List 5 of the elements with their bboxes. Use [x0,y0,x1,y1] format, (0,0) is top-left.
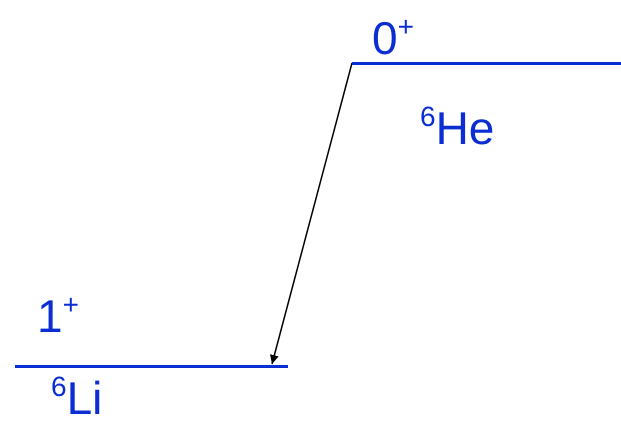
nucleus-label: $^{6}$Li [51,375,102,421]
nucleus-label: $^{6}$He [420,105,494,151]
decay-arrow [270,62,353,364]
spin-parity-label: 1$^{+}$ [37,293,79,339]
spin-parity-label: 0$^{+}$ [372,15,414,61]
